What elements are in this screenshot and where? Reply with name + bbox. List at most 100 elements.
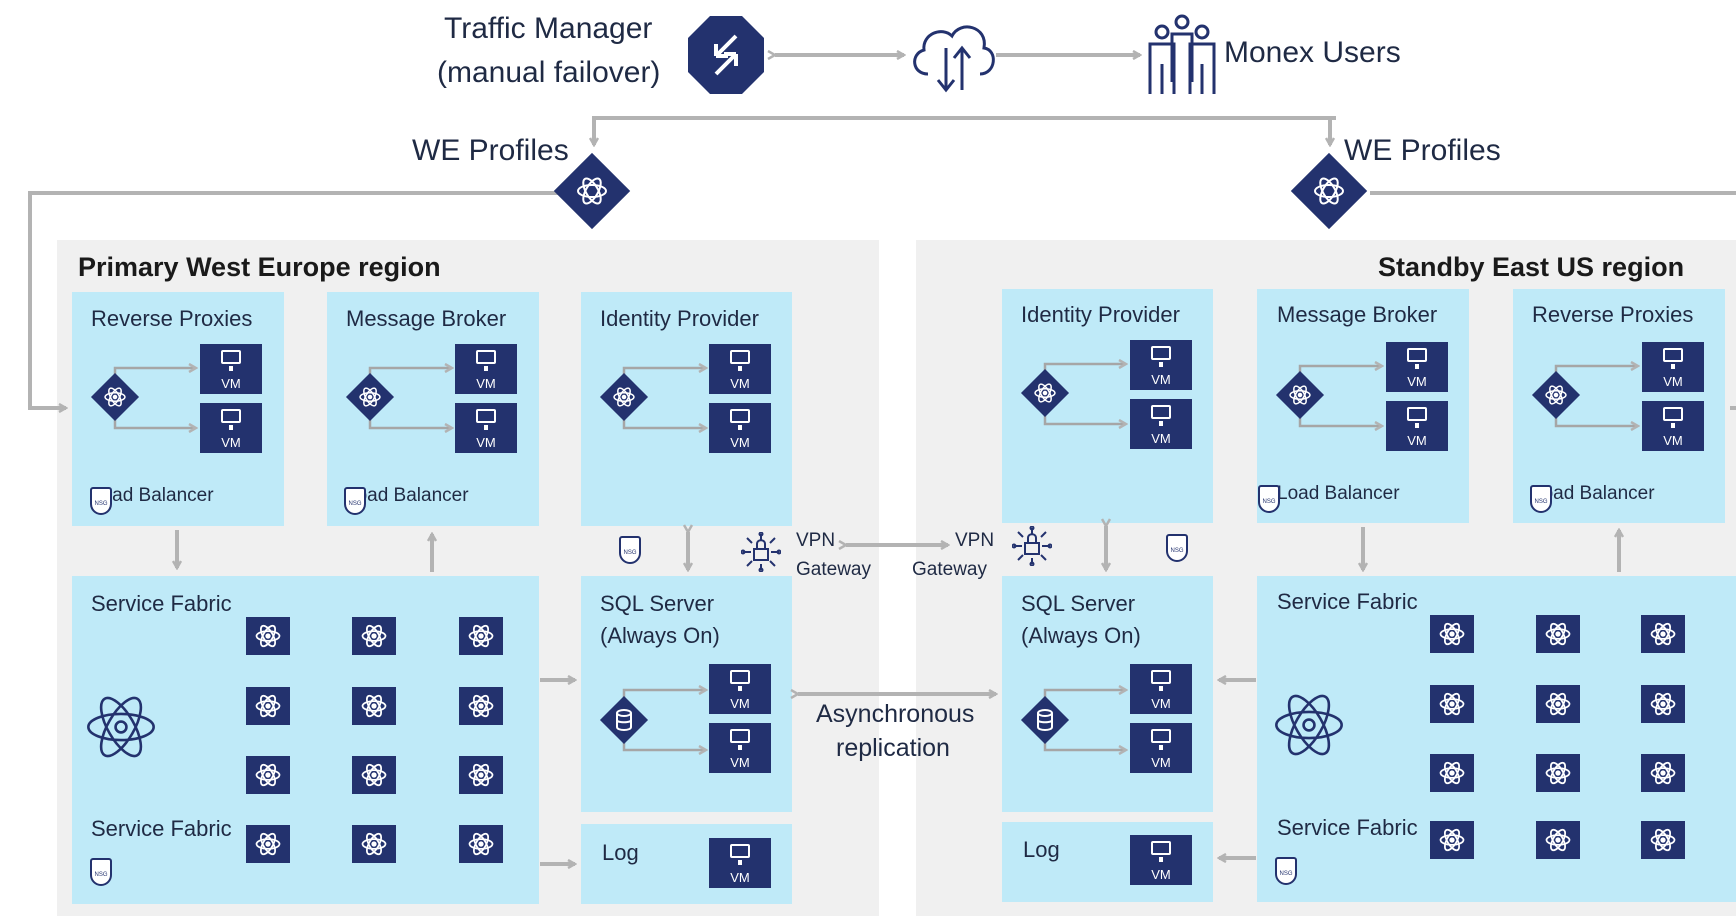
vm-label: VM: [1407, 433, 1427, 448]
service-fabric-cluster-icon: [84, 690, 158, 769]
primary-vpn-label-line2: Gateway: [796, 559, 871, 580]
service-fabric-icon: [246, 825, 290, 863]
vm-label: VM: [221, 376, 241, 391]
vm-label: VM: [1151, 755, 1171, 770]
vm-label: VM: [1151, 696, 1171, 711]
vm-label: VM: [1151, 431, 1171, 446]
vm-icon: VM: [709, 403, 771, 453]
standby-sql-title-line1: SQL Server: [1021, 591, 1136, 616]
nsg-shield-icon: [1166, 534, 1188, 562]
vm-icon: VM: [1386, 342, 1448, 392]
primary-sql-title-line1: SQL Server: [600, 591, 715, 616]
monex-users-label: Monex Users: [1224, 36, 1401, 69]
vm-label: VM: [1151, 372, 1171, 387]
service-fabric-icon: [1641, 615, 1685, 653]
primary-region-title: Primary West Europe region: [78, 252, 441, 282]
nsg-shield-icon: [1530, 485, 1552, 513]
standby-identity-provider-title: Identity Provider: [1021, 302, 1180, 327]
standby-service-fabric-bottom-title: Service Fabric: [1277, 815, 1418, 840]
standby-log-title: Log: [1023, 837, 1060, 862]
vm-label: VM: [730, 435, 750, 450]
sql-database-icon: [1020, 695, 1070, 745]
traffic-manager-icon: [686, 14, 766, 96]
primary-sql-title-line2: (Always On): [600, 623, 720, 648]
replication-label-line2: replication: [836, 734, 950, 762]
we-profiles-left-label: WE Profiles: [412, 134, 569, 167]
standby-rp-load-balancer-label: Load Balancer: [1532, 483, 1655, 504]
service-fabric-icon: [1536, 685, 1580, 723]
vm-icon: VM: [1130, 835, 1192, 885]
standby-vpn-label-line2: Gateway: [912, 559, 987, 580]
service-fabric-icon: [1430, 685, 1474, 723]
standby-service-fabric-title: Service Fabric: [1277, 589, 1418, 614]
primary-vpn-label-line1: VPN: [796, 530, 836, 551]
standby-message-broker-title: Message Broker: [1277, 302, 1438, 327]
standby-sql-title-line2: (Always On): [1021, 623, 1141, 648]
vpn-gateway-icon: [1011, 525, 1053, 571]
load-balancer-icon: [599, 372, 649, 422]
vm-label: VM: [476, 376, 496, 391]
vm-icon: VM: [709, 664, 771, 714]
vm-icon: VM: [709, 838, 771, 888]
service-fabric-icon: [246, 687, 290, 725]
service-fabric-icon: [1536, 615, 1580, 653]
service-fabric-icon: [1430, 821, 1474, 859]
load-balancer-icon: [345, 372, 395, 422]
primary-identity-provider-title: Identity Provider: [600, 306, 759, 331]
vm-icon: VM: [1642, 342, 1704, 392]
nsg-shield-icon: [1258, 485, 1280, 513]
vm-icon: VM: [1130, 664, 1192, 714]
front-door-orbit-icon: [1312, 174, 1346, 213]
we-profiles-right-label: WE Profiles: [1344, 134, 1501, 167]
nsg-shield-icon: [90, 487, 112, 515]
service-fabric-icon: [1536, 754, 1580, 792]
vm-icon: VM: [1130, 723, 1192, 773]
service-fabric-icon: [352, 825, 396, 863]
service-fabric-icon: [459, 687, 503, 725]
load-balancer-icon: [1020, 368, 1070, 418]
sql-database-icon: [599, 695, 649, 745]
nsg-shield-icon: [1275, 857, 1297, 885]
traffic-manager-label-line2: (manual failover): [437, 56, 661, 89]
primary-mb-load-balancer-label: Load Balancer: [346, 485, 469, 506]
service-fabric-icon: [352, 617, 396, 655]
vm-icon: VM: [1386, 401, 1448, 451]
primary-message-broker-title: Message Broker: [346, 306, 507, 331]
service-fabric-icon: [246, 617, 290, 655]
vm-label: VM: [730, 870, 750, 885]
service-fabric-icon: [352, 756, 396, 794]
vm-icon: VM: [1130, 340, 1192, 390]
service-fabric-icon: [352, 687, 396, 725]
replication-label-line1: Asynchronous: [816, 700, 975, 728]
nsg-shield-icon: [619, 536, 641, 564]
vm-icon: VM: [709, 344, 771, 394]
primary-rp-load-balancer-label: Load Balancer: [91, 485, 214, 506]
vm-label: VM: [1407, 374, 1427, 389]
standby-region-title: Standby East US region: [1378, 252, 1685, 282]
standby-mb-load-balancer-label: Load Balancer: [1277, 483, 1400, 504]
users-icon: [1142, 14, 1222, 96]
nsg-shield-icon: [344, 487, 366, 515]
service-fabric-icon: [1430, 615, 1474, 653]
vm-icon: VM: [709, 723, 771, 773]
traffic-manager-label-line1: Traffic Manager: [444, 12, 653, 45]
service-fabric-icon: [1641, 754, 1685, 792]
vm-label: VM: [1151, 867, 1171, 882]
vm-label: VM: [730, 755, 750, 770]
service-fabric-icon: [1641, 685, 1685, 723]
vm-label: VM: [730, 696, 750, 711]
service-fabric-icon: [1641, 821, 1685, 859]
front-door-orbit-icon: [575, 174, 609, 213]
service-fabric-icon: [246, 756, 290, 794]
cloud-transfer-icon: [908, 14, 996, 96]
vm-label: VM: [1663, 374, 1683, 389]
vm-icon: VM: [200, 403, 262, 453]
load-balancer-icon: [90, 372, 140, 422]
vm-icon: VM: [200, 344, 262, 394]
vm-label: VM: [1663, 433, 1683, 448]
vm-icon: VM: [455, 344, 517, 394]
vm-icon: VM: [455, 403, 517, 453]
load-balancer-icon: [1275, 370, 1325, 420]
vm-label: VM: [221, 435, 241, 450]
